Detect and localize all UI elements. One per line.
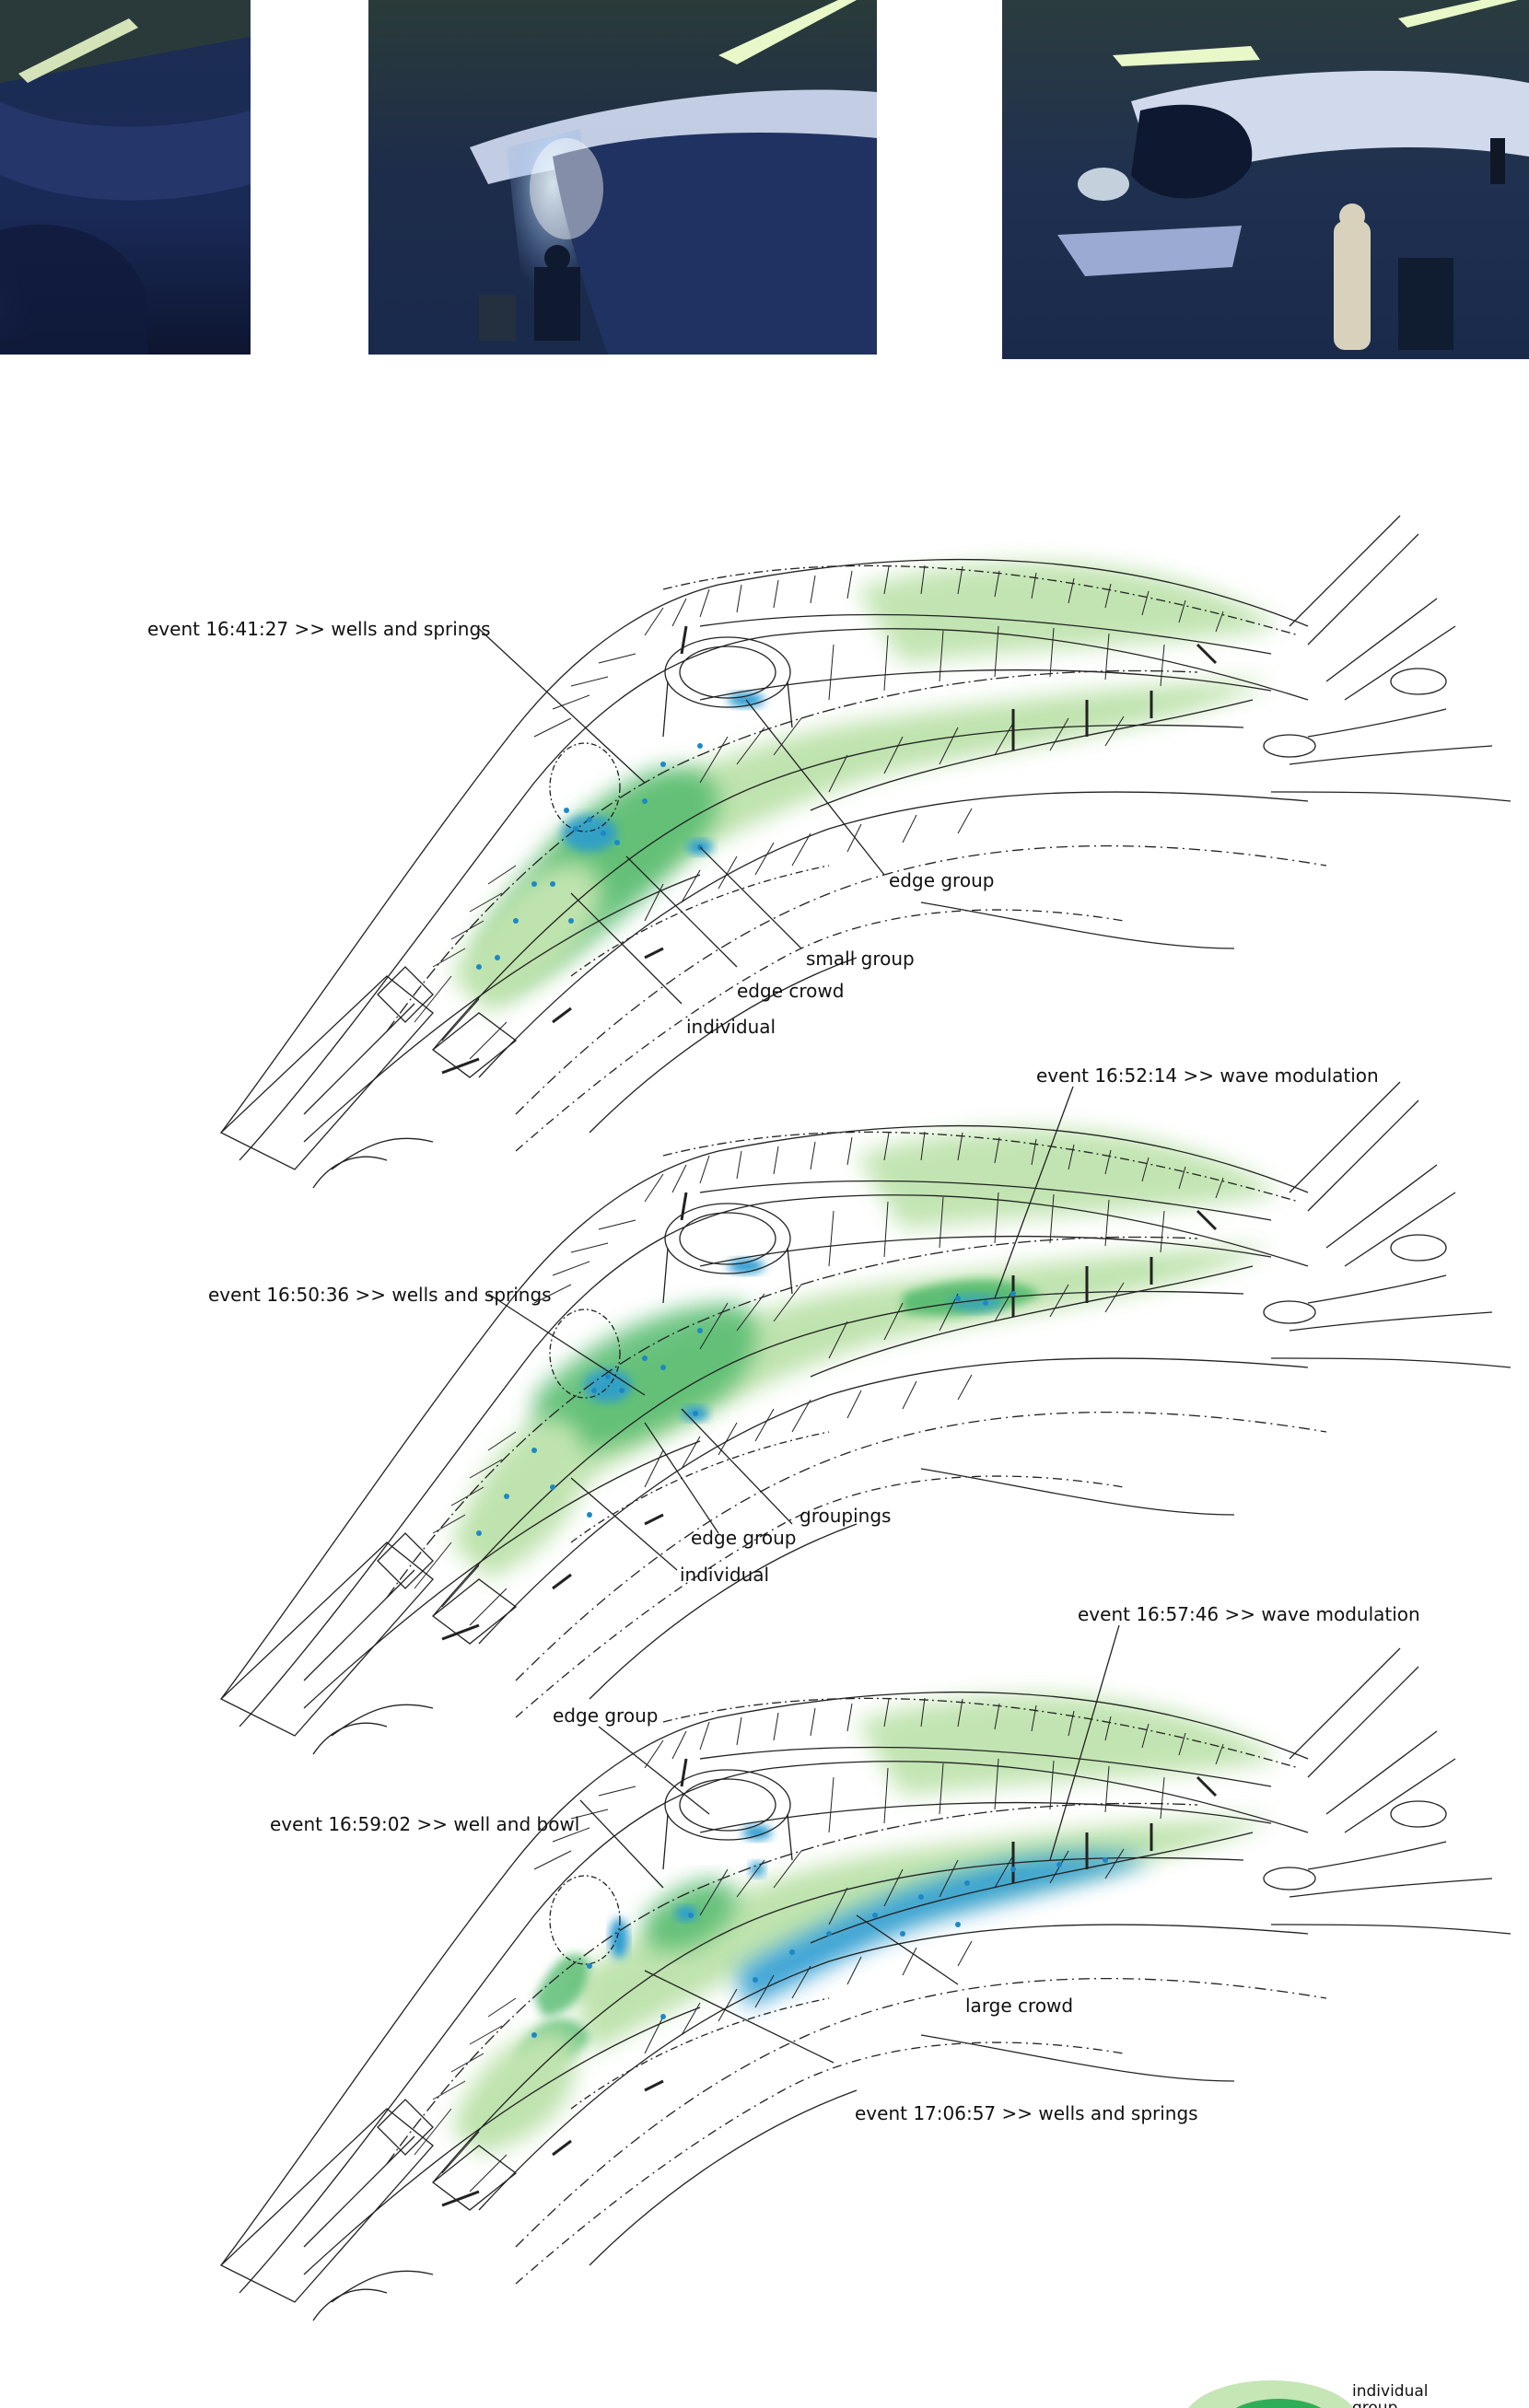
label-event-2b: event 16:52:14 >> wave modulation	[1036, 1064, 1379, 1087]
photo-frame-3	[1002, 0, 1529, 359]
label-event-2a: event 16:50:36 >> wells and springs	[208, 1284, 552, 1306]
label-event-1a: event 16:41:27 >> wells and springs	[147, 618, 491, 640]
legend-group: group	[1352, 2399, 1397, 2408]
annotations-2	[487, 1086, 1074, 1571]
dots-3	[531, 1857, 1108, 2038]
annotations-1	[478, 628, 885, 1005]
legend: individual group	[1188, 2380, 1429, 2408]
label-edge-crowd-1: edge crowd	[737, 980, 844, 1002]
label-edge-group-2: edge group	[691, 1527, 796, 1549]
label-large-crowd-3: large crowd	[965, 1995, 1073, 2017]
label-edge-group-3: edge group	[553, 1704, 658, 1727]
diagram-2: event 16:52:14 >> wave modulation event …	[208, 1064, 1512, 1756]
dots-2	[476, 1291, 1016, 1536]
photo-frame-1	[0, 0, 251, 355]
diagram-3: event 16:57:46 >> wave modulation edge g…	[219, 1603, 1512, 2322]
label-event-3a: event 16:59:02 >> well and bowl	[270, 1813, 579, 1835]
label-individual-2: individual	[680, 1564, 769, 1586]
dots-1	[476, 743, 703, 970]
label-small-group-1: small group	[806, 948, 915, 970]
label-event-3c: event 17:06:57 >> wells and springs	[855, 2102, 1198, 2124]
label-edge-group-1: edge group	[889, 869, 994, 891]
legend-individual: individual	[1352, 2382, 1429, 2401]
diagram-1: event 16:41:27 >> wells and springs edge…	[147, 514, 1512, 1190]
label-groupings-2: groupings	[800, 1505, 891, 1527]
annotations-3	[579, 1624, 1120, 2064]
label-event-3b: event 16:57:46 >> wave modulation	[1078, 1603, 1420, 1625]
photo-frame-2	[368, 0, 877, 355]
label-individual-1: individual	[686, 1016, 776, 1038]
heatmap-3	[451, 1694, 1280, 2155]
heatmap-1	[451, 562, 1280, 1013]
